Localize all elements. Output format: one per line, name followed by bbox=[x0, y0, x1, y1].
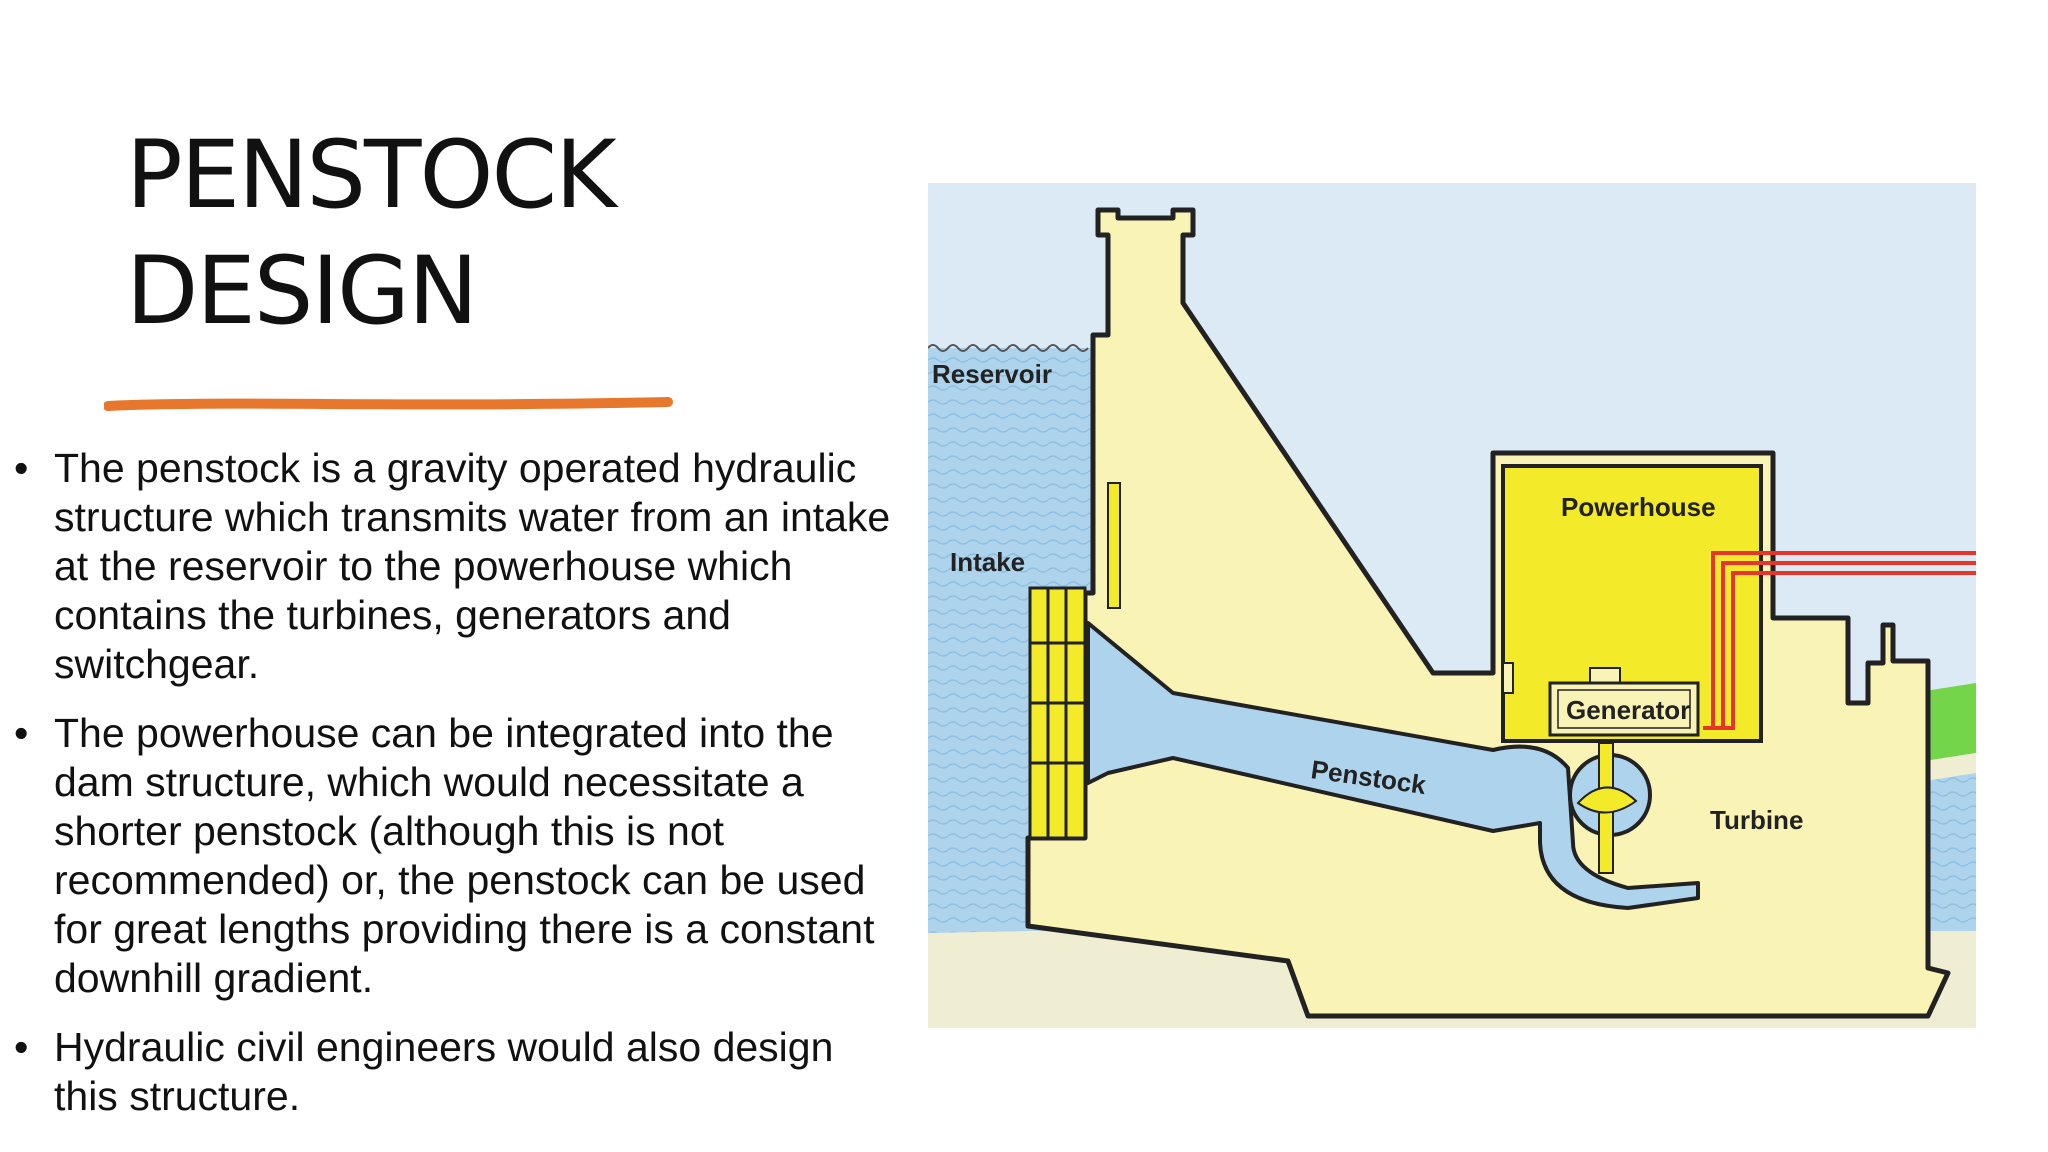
generator: Generator bbox=[1548, 667, 1700, 737]
generator-label: Generator bbox=[1566, 695, 1690, 725]
reservoir-label: Reservoir bbox=[932, 359, 1052, 389]
turbine: Turbine bbox=[1568, 742, 1803, 874]
intake-gate bbox=[1028, 482, 1121, 840]
slide-title: PENSTOCK DESIGN bbox=[126, 118, 826, 350]
bullet-text: The penstock is a gravity operated hydra… bbox=[54, 445, 891, 687]
title-line-2: DESIGN bbox=[126, 237, 478, 346]
penstock-channel bbox=[1086, 621, 1700, 910]
bullet-text: The powerhouse can be integrated into th… bbox=[54, 710, 875, 1001]
bullet-marker: • bbox=[14, 1024, 29, 1070]
bullet-item: • The powerhouse can be integrated into … bbox=[14, 709, 894, 1003]
bullet-item: • The penstock is a gravity operated hyd… bbox=[14, 444, 894, 689]
power-lines bbox=[1703, 551, 1976, 730]
title-line-1: PENSTOCK bbox=[126, 121, 617, 230]
bullet-text: Hydraulic civil engineers would also des… bbox=[54, 1024, 834, 1119]
intake-label: Intake bbox=[950, 547, 1025, 577]
bullet-list: • The penstock is a gravity operated hyd… bbox=[14, 444, 894, 1141]
bullet-marker: • bbox=[14, 710, 29, 756]
powerhouse-label: Powerhouse bbox=[1561, 492, 1716, 522]
turbine-label: Turbine bbox=[1710, 805, 1803, 835]
bullet-item: • Hydraulic civil engineers would also d… bbox=[14, 1023, 894, 1121]
hydro-dam-diagram: Powerhouse Turbine Generator Reservo bbox=[928, 183, 1976, 1028]
bullet-marker: • bbox=[14, 445, 29, 491]
title-underline bbox=[104, 397, 673, 411]
